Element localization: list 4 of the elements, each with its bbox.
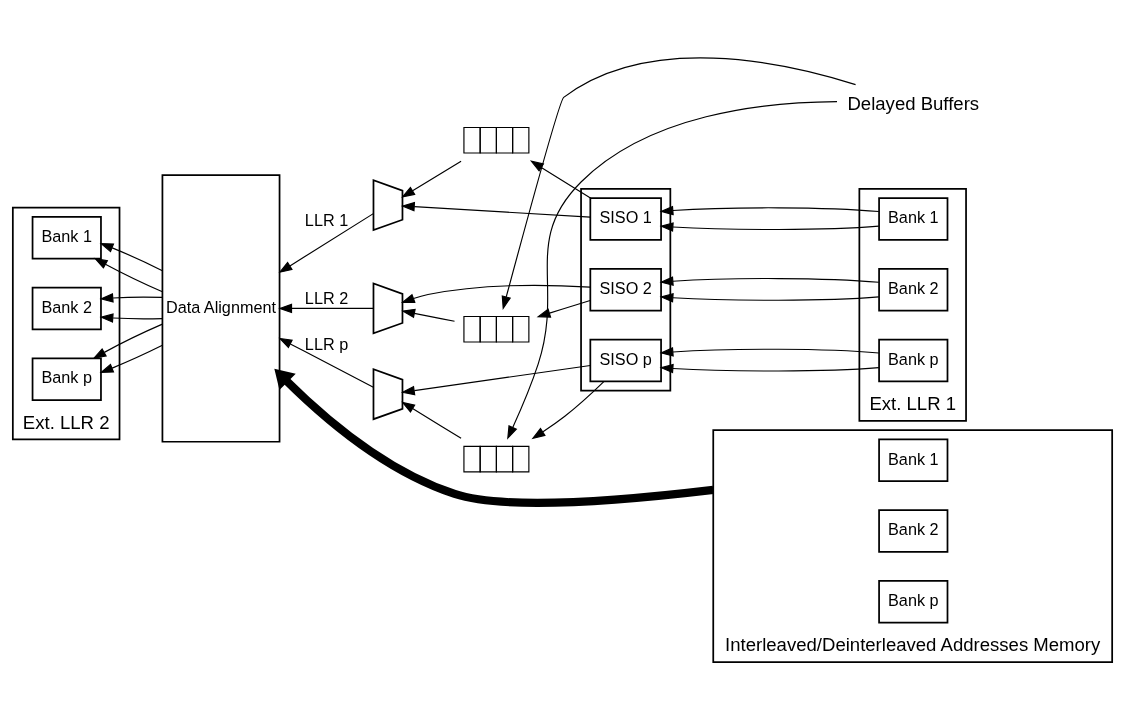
edge-label: LLR 2 [304, 288, 349, 307]
edge-label: LLR p [304, 334, 349, 353]
node-text: Delayed Buffers [847, 92, 980, 114]
edge-label: LLR 1 [304, 210, 349, 229]
